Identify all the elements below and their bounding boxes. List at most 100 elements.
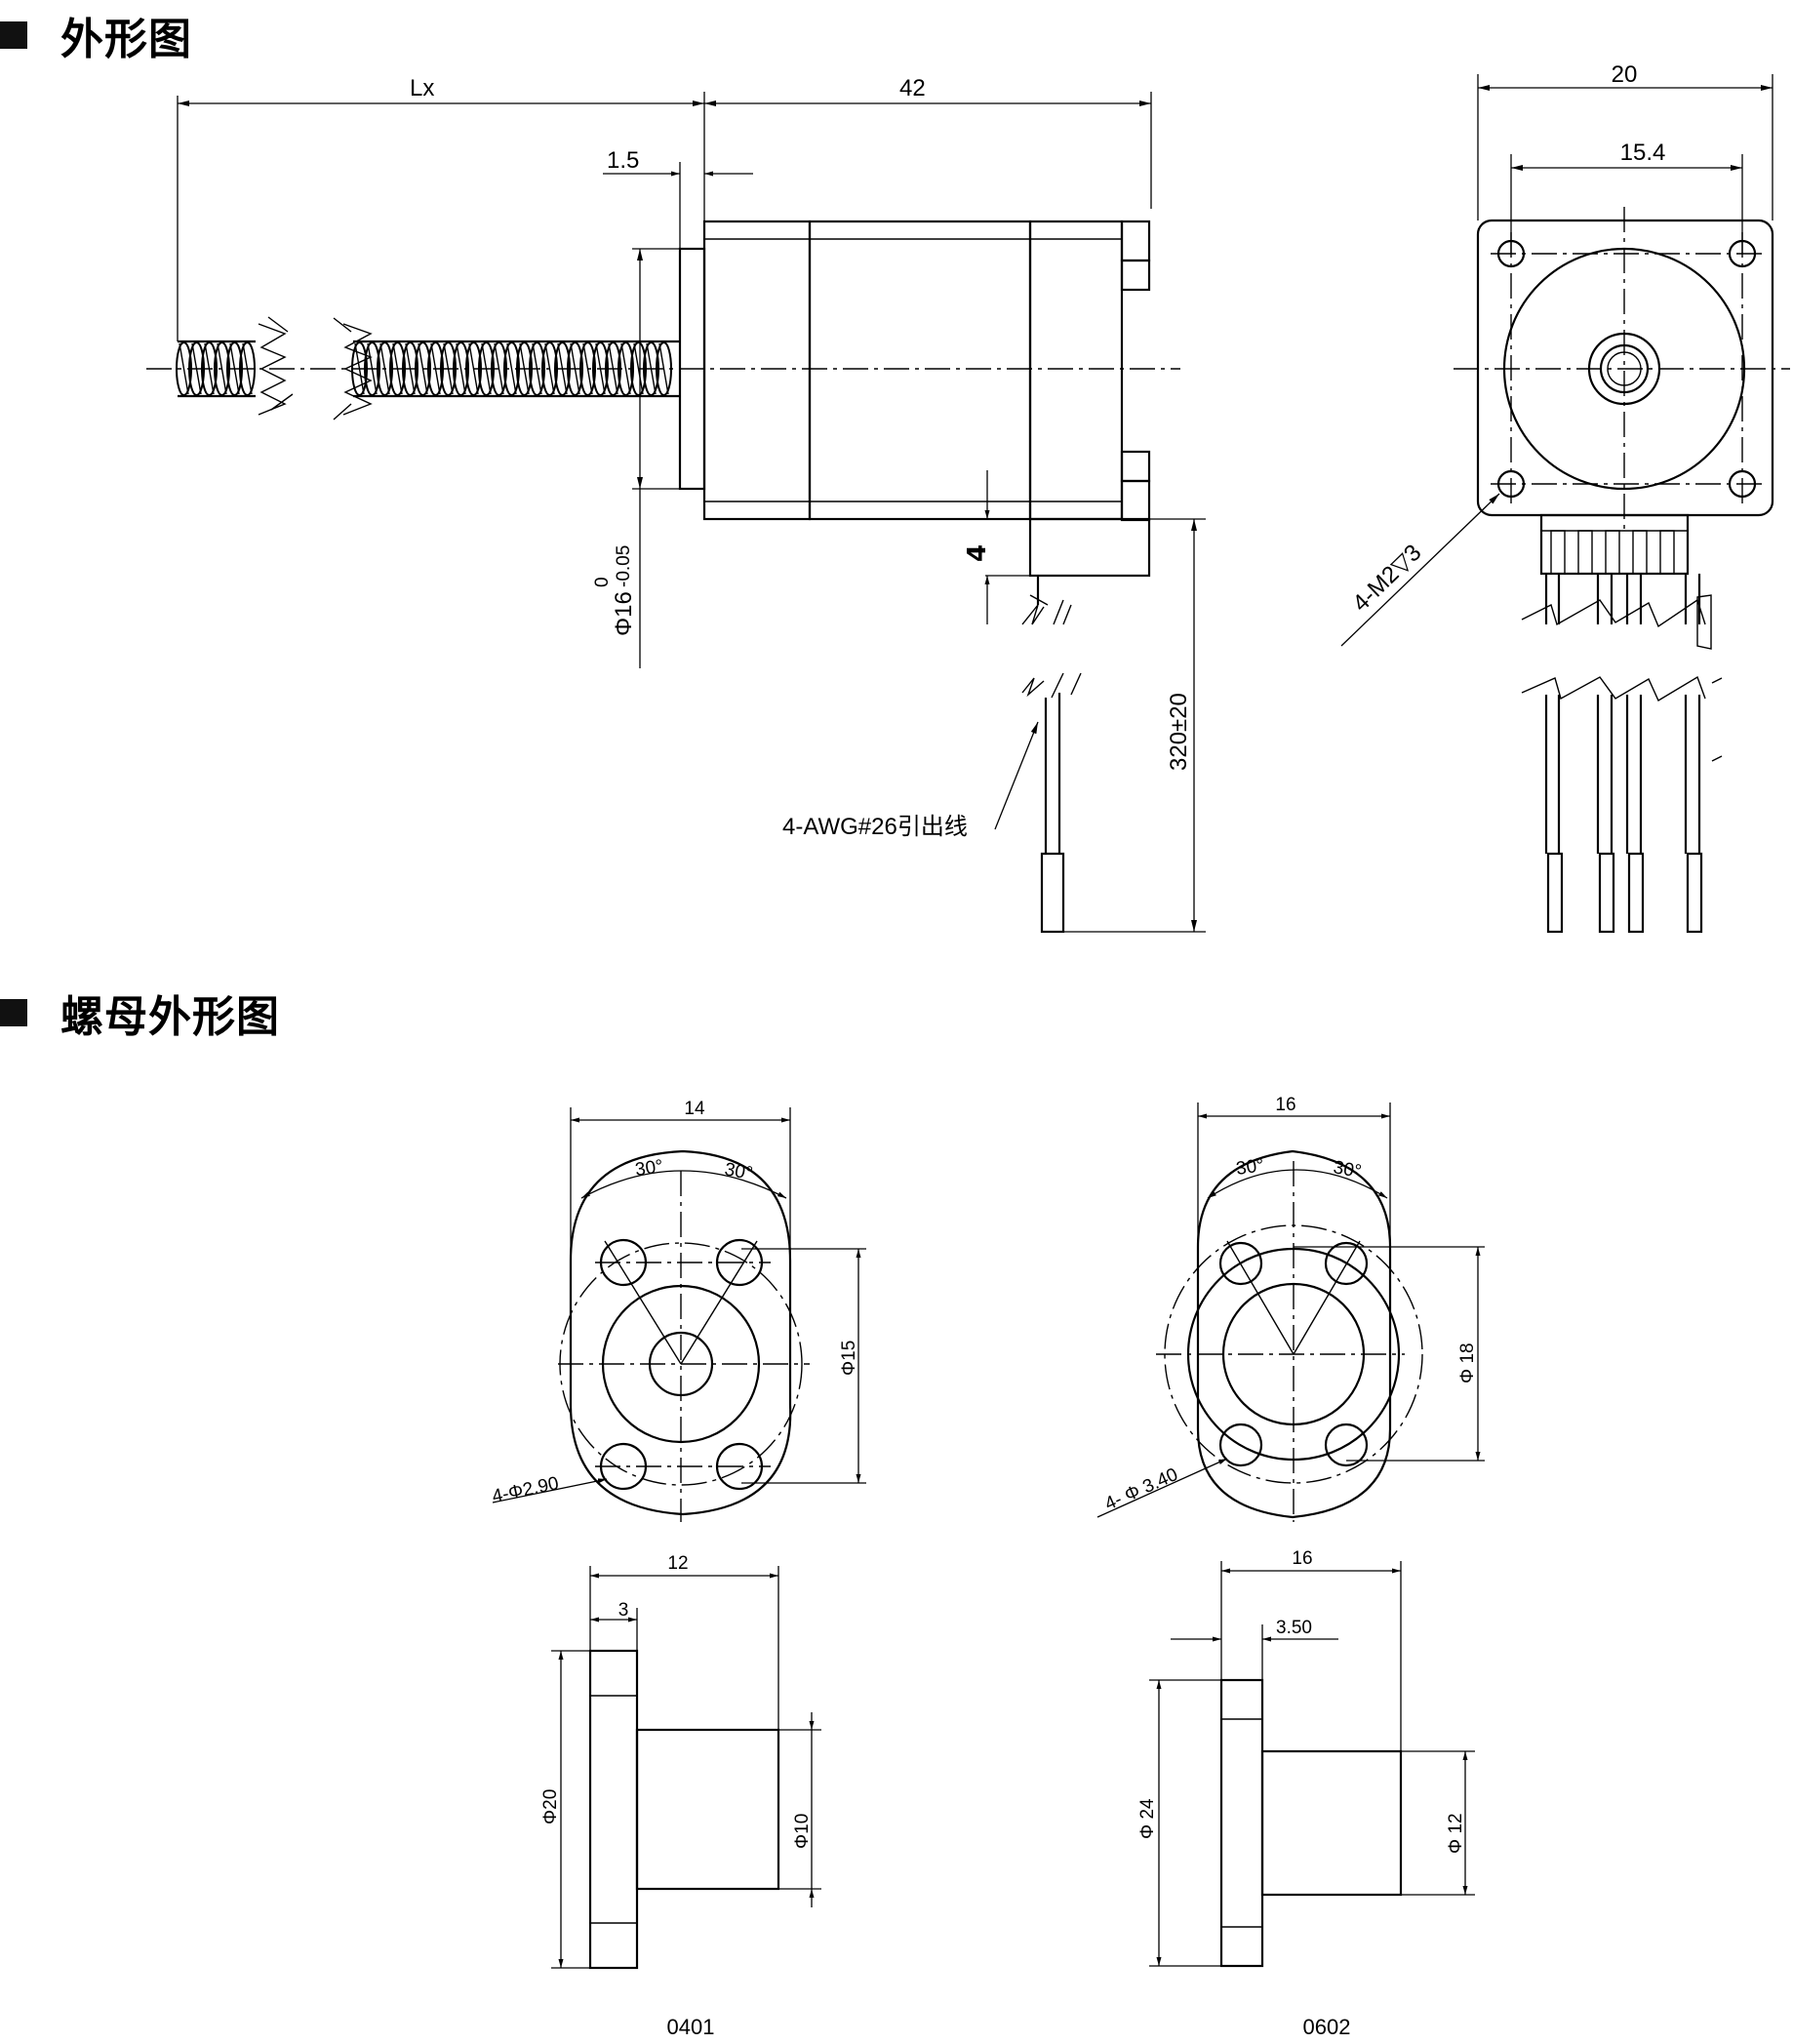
thread-coil (214, 341, 230, 396)
dim-body-length: 42 (899, 75, 926, 101)
dim-step: 4 (963, 544, 992, 562)
thread-flank (191, 342, 202, 395)
thread-flank (430, 342, 441, 395)
nut-0401-dim-flange-dia: Φ20 (540, 1789, 561, 1824)
thread-flank (392, 342, 403, 395)
thread-flank (646, 342, 657, 395)
thread-flank (582, 342, 593, 395)
thread-coil (643, 341, 659, 396)
motor-side-view: Lx 42 1.5 Φ16 0 -0.05 4 320±20 4-AWG#26引… (146, 75, 1206, 934)
lead-exit-block (1028, 517, 1151, 578)
svg-text:0: 0 (592, 577, 613, 587)
thread-coil (351, 341, 368, 396)
nut-0401-dim-width: 14 (684, 1099, 705, 1119)
thread-coil (592, 341, 609, 396)
thread-flank (379, 342, 390, 395)
thread-flank (405, 342, 416, 395)
thread-flank (608, 342, 618, 395)
thread-flank (418, 342, 428, 395)
nut-0602-label: 0602 (1303, 2015, 1351, 2039)
mount-hole-note: 4-M2▽3 (1347, 540, 1426, 617)
thread-coil (377, 341, 393, 396)
nut-0602-hole-note: 4- Φ 3.40 (1101, 1464, 1180, 1515)
nut-0602-flange (1219, 1678, 1264, 1968)
thread-coil (491, 341, 507, 396)
thread-coil (453, 341, 469, 396)
section-title-nut: 螺母外形图 (60, 992, 280, 1042)
thread-coil (402, 341, 418, 396)
nut-0602-hole (1218, 1423, 1263, 1467)
lead-wire-note: 4-AWG#26引出线 (782, 814, 968, 840)
nut-0602-dim-body-dia: Φ 12 (1446, 1813, 1466, 1854)
motor-front-view: 20 15.4 4-M2▽3 (1340, 61, 1790, 934)
nut-0602-dim-flange-dia: Φ 24 (1137, 1798, 1158, 1839)
dim-lead-length: 320±20 (1166, 693, 1192, 771)
dim-hole-pitch: 15.4 (1620, 140, 1666, 166)
dim-boss-diameter: Φ16 0 -0.05 (592, 545, 637, 636)
nut-0602-front-view: 30° 30° 16 Φ 18 4- Φ 3.40 (1096, 1095, 1485, 1522)
nut-0602-hole (1324, 1423, 1369, 1467)
thread-flank (367, 342, 378, 395)
thread-coil (465, 341, 482, 396)
nut-0401-angle-left: 30° (634, 1156, 664, 1181)
nut-0602-hole (1324, 1241, 1369, 1286)
nut-0401-dim-flange-thk: 3 (618, 1600, 629, 1621)
section-bullet (0, 21, 27, 49)
nut-0401-label: 0401 (667, 2015, 715, 2039)
thread-coil (605, 341, 621, 396)
thread-flank (354, 342, 365, 395)
nut-0602-dim-width: 16 (1275, 1095, 1295, 1115)
thread-coil (567, 341, 583, 396)
thread-flank (217, 342, 227, 395)
connector-pins (1550, 530, 1675, 575)
thread-flank (544, 342, 555, 395)
nut-0602-dim-length: 16 (1292, 1548, 1312, 1569)
nut-0602-angle-left: 30° (1235, 1155, 1265, 1180)
nut-0602-body (1260, 1749, 1403, 1897)
thread-coil (176, 341, 192, 396)
front-flange-square (1476, 219, 1774, 517)
thread-coil (188, 341, 205, 396)
thread-coil (618, 341, 634, 396)
motor-rear-cap (1028, 220, 1124, 521)
lead-screw-thread-right (351, 340, 680, 398)
thread-coil (364, 341, 380, 396)
thread-flank (179, 342, 189, 395)
thread-flank (595, 342, 606, 395)
nut-0401-flange (588, 1649, 639, 1970)
connector-block (1539, 513, 1690, 576)
thread-flank (468, 342, 479, 395)
nut-0602-hole (1218, 1241, 1263, 1286)
section-header-outline: 外形图 (0, 4, 192, 66)
nut-0602-angle-right: 30° (1332, 1157, 1363, 1182)
thread-flank (620, 342, 631, 395)
thread-coil (516, 341, 533, 396)
thread-coil (554, 341, 571, 396)
nut-0602-flange-outline (1196, 1149, 1392, 1519)
section-header-nut: 螺母外形图 (0, 982, 280, 1044)
svg-text:-0.05: -0.05 (614, 545, 634, 587)
thread-flank (557, 342, 568, 395)
dim-flange-gap: 1.5 (607, 147, 639, 174)
thread-flank (229, 342, 240, 395)
nut-0401-front-view: 30° 30° 14 Φ15 4-Φ2.90 (491, 1099, 866, 1522)
thread-flank (519, 342, 530, 395)
nut-0401-angle-right: 30° (723, 1159, 754, 1184)
thread-flank (456, 342, 466, 395)
nut-0401-dim-body-dia: Φ10 (792, 1814, 813, 1849)
thread-coil (239, 341, 256, 396)
thread-coil (440, 341, 457, 396)
thread-coil (427, 341, 444, 396)
nut-0401-side-view: 12 3 Φ20 Φ10 0401 (540, 1553, 821, 2039)
thread-flank (570, 342, 580, 395)
thread-coil (503, 341, 520, 396)
thread-coil (656, 341, 672, 396)
section-title-outline: 外形图 (60, 15, 192, 64)
thread-coil (226, 341, 243, 396)
thread-flank (506, 342, 517, 395)
thread-coil (529, 341, 545, 396)
nut-0602-dim-flange-thk: 3.50 (1276, 1618, 1312, 1638)
dim-flange-width: 20 (1612, 61, 1638, 88)
thread-coil (579, 341, 596, 396)
